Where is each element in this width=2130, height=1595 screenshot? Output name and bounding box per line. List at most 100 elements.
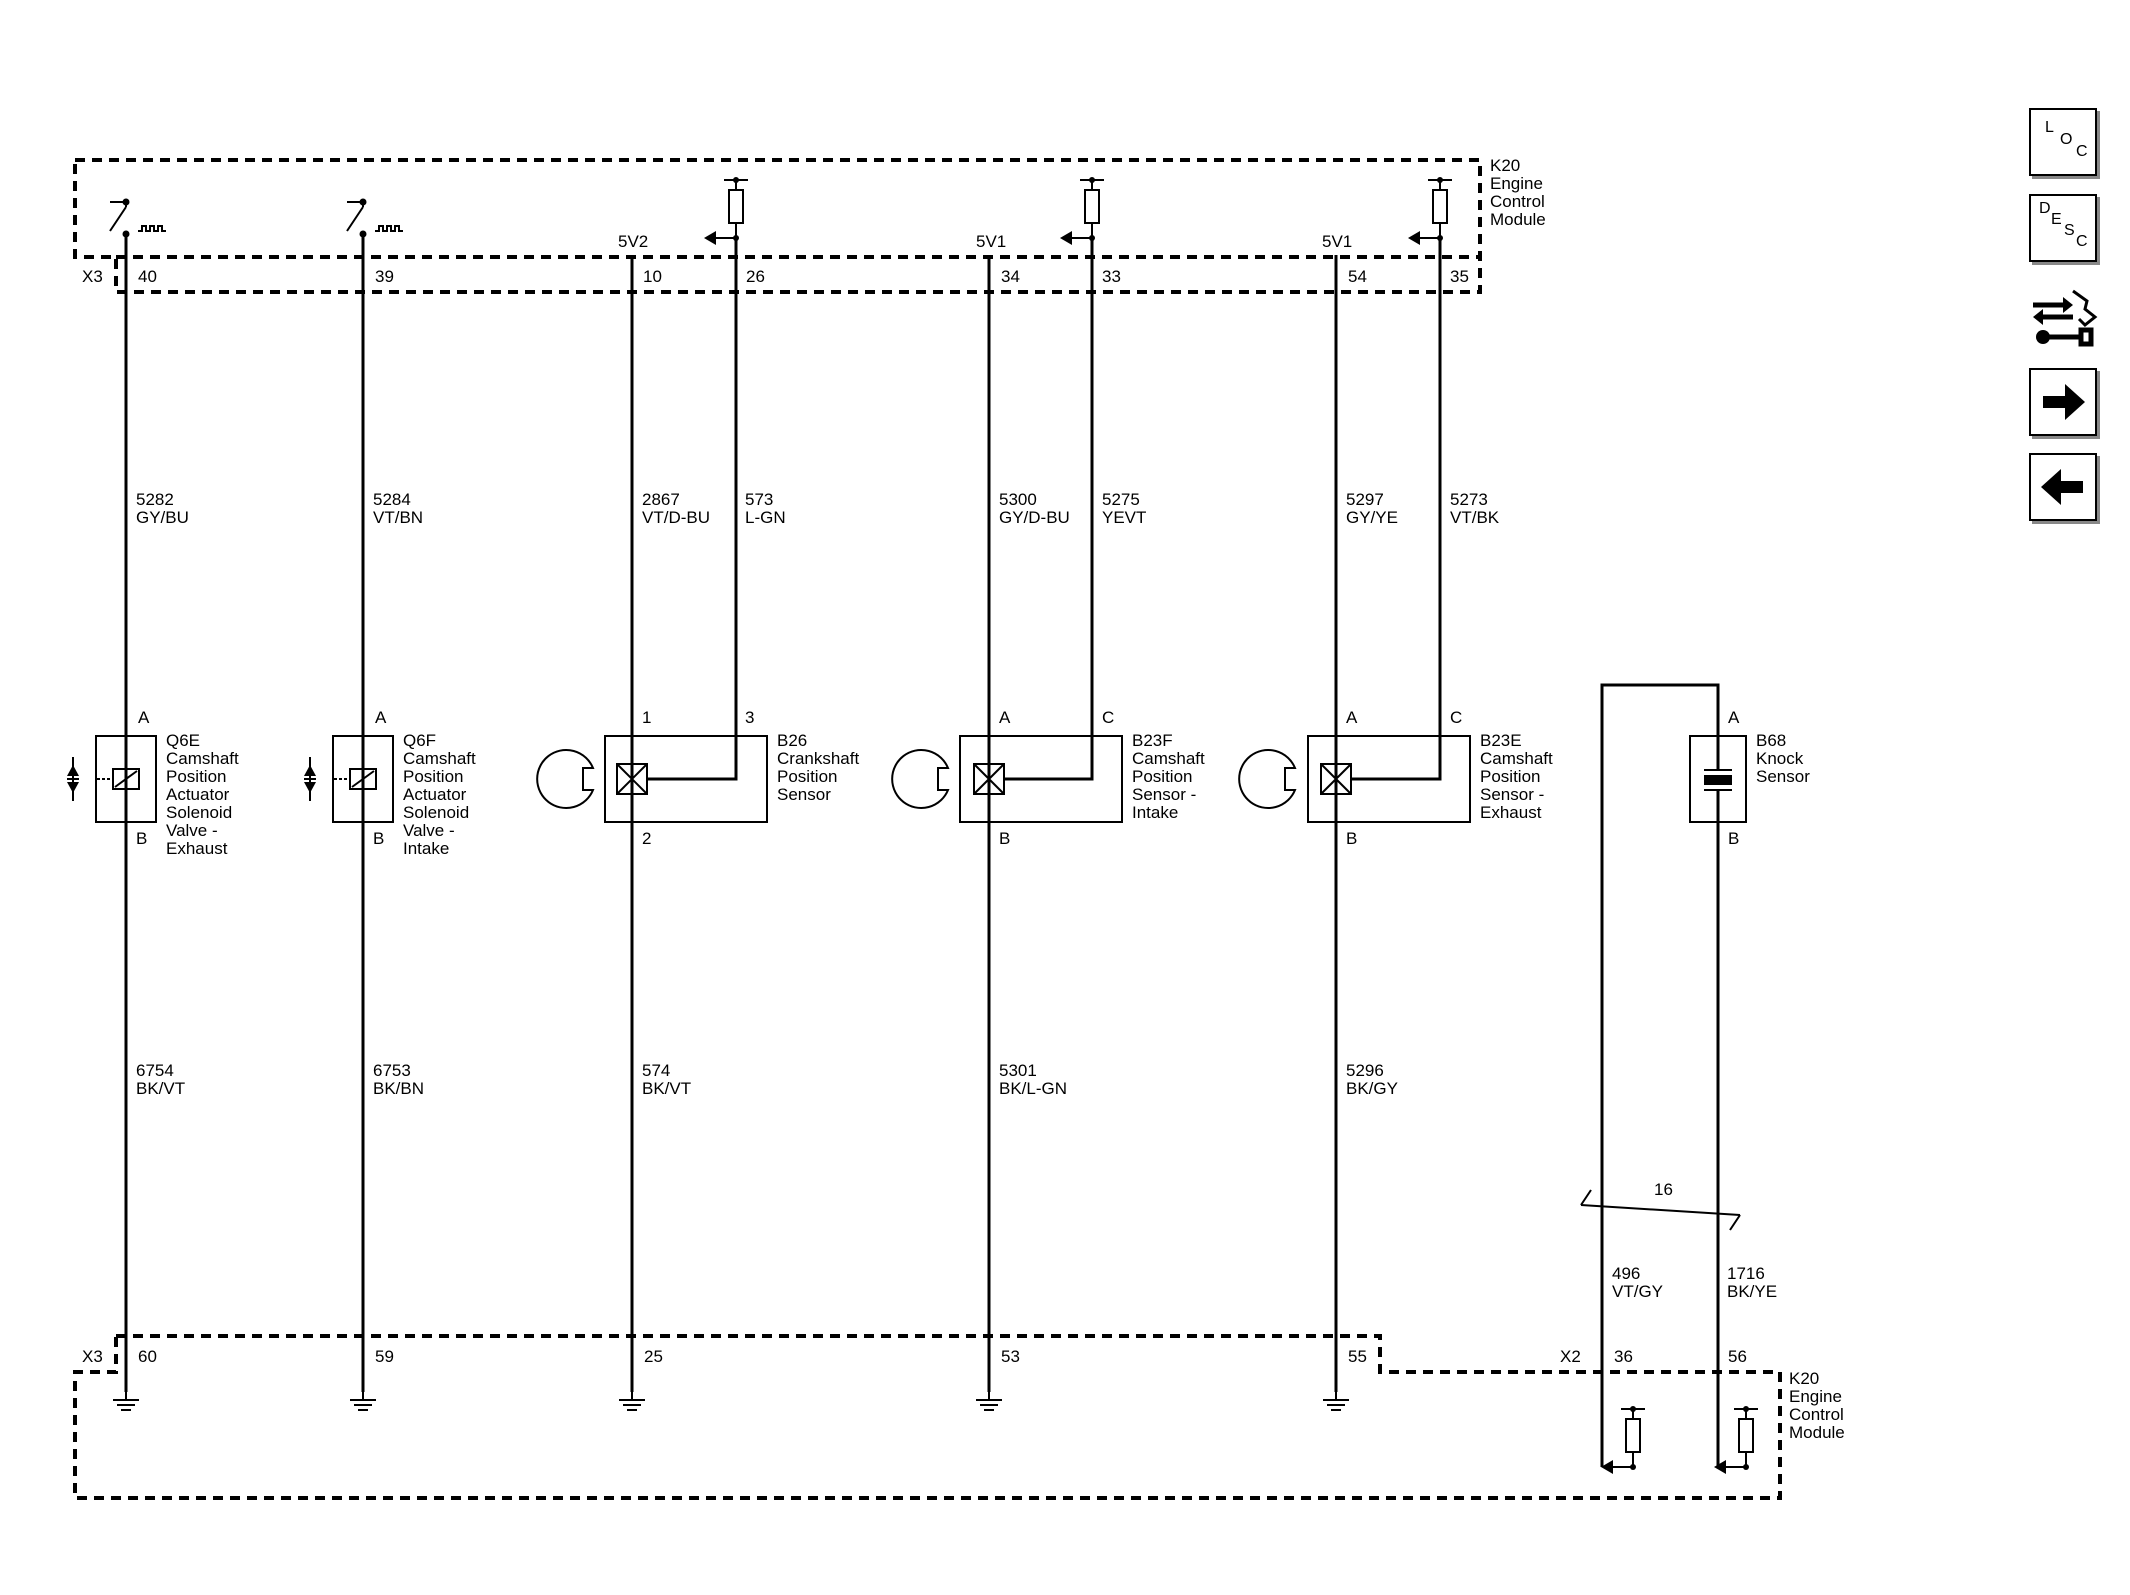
previous-page-button[interactable]: [2029, 453, 2097, 521]
svg-text:Camshaft: Camshaft: [403, 749, 476, 768]
pullup-resistor-b68-36: [1600, 1405, 1646, 1475]
svg-text:Engine: Engine: [1789, 1387, 1842, 1406]
loc-letter: O: [2060, 131, 2073, 148]
svg-text:Camshaft: Camshaft: [1132, 749, 1205, 768]
ground-symbols: [112, 1391, 1350, 1411]
ground-icon: [349, 1391, 377, 1411]
svg-text:5273: 5273: [1450, 490, 1488, 509]
component-b23f-camshaft-sensor-intake: A C B B23F Camshaft Position Sensor - In…: [891, 708, 1205, 848]
svg-text:C: C: [1450, 708, 1462, 727]
desc-letter: E: [2051, 211, 2062, 228]
pullup-resistor-b26: [703, 176, 749, 246]
svg-text:35: 35: [1450, 267, 1469, 286]
k20-label-lower: K20 Engine Control Module: [1789, 1369, 1845, 1442]
svg-text:Position: Position: [1132, 767, 1192, 786]
svg-text:55: 55: [1348, 1347, 1367, 1366]
svg-text:Sensor -: Sensor -: [1480, 785, 1544, 804]
svg-text:B: B: [1728, 829, 1739, 848]
desc-letter: D: [2039, 200, 2051, 217]
svg-text:Valve -: Valve -: [403, 821, 455, 840]
svg-text:2: 2: [642, 829, 651, 848]
svg-text:26: 26: [746, 267, 765, 286]
svg-text:2867: 2867: [642, 490, 680, 509]
svg-text:Crankshaft: Crankshaft: [777, 749, 859, 768]
reluctor-wheel-icon: [891, 749, 949, 809]
svg-text:59: 59: [375, 1347, 394, 1366]
supply-5v1-exhaust-label: 5V1: [1322, 232, 1352, 251]
svg-text:5282: 5282: [136, 490, 174, 509]
svg-text:Solenoid: Solenoid: [403, 803, 469, 822]
svg-text:Position: Position: [1480, 767, 1540, 786]
svg-text:Position: Position: [166, 767, 226, 786]
svg-text:Camshaft: Camshaft: [166, 749, 239, 768]
svg-text:Q6F: Q6F: [403, 731, 436, 750]
twisted-pair-marker: 16: [1580, 1180, 1741, 1231]
svg-text:Module: Module: [1490, 210, 1546, 229]
connector-view-button[interactable]: [2029, 285, 2101, 347]
bottom-pin-numbers: 60 59 25 53 55 36 56: [138, 1347, 1747, 1366]
svg-text:33: 33: [1102, 267, 1121, 286]
svg-text:5284: 5284: [373, 490, 411, 509]
svg-text:B23E: B23E: [1480, 731, 1522, 750]
svg-text:BK/VT: BK/VT: [642, 1079, 691, 1098]
svg-text:Control: Control: [1789, 1405, 1844, 1424]
ground-icon: [618, 1391, 646, 1411]
svg-text:VT/D-BU: VT/D-BU: [642, 508, 710, 527]
ground-icon: [975, 1391, 1003, 1411]
ground-icon: [1322, 1391, 1350, 1411]
pullup-resistor-b68-56: [1713, 1405, 1759, 1475]
desc-letter: C: [2076, 233, 2088, 250]
pullup-resistor-b23e: [1407, 176, 1453, 246]
svg-text:A: A: [138, 708, 150, 727]
svg-text:10: 10: [643, 267, 662, 286]
connector-view-icon: [2033, 289, 2098, 347]
svg-text:BK/BN: BK/BN: [373, 1079, 424, 1098]
wires: [124, 234, 1720, 1467]
ground-icon: [112, 1391, 140, 1411]
svg-text:Sensor: Sensor: [1756, 767, 1810, 786]
svg-text:6753: 6753: [373, 1061, 411, 1080]
svg-text:B: B: [136, 829, 147, 848]
svg-text:BK/VT: BK/VT: [136, 1079, 185, 1098]
svg-text:VT/BK: VT/BK: [1450, 508, 1500, 527]
svg-text:1: 1: [642, 708, 651, 727]
svg-text:A: A: [1346, 708, 1358, 727]
svg-text:B: B: [999, 829, 1010, 848]
supply-5v1-intake-label: 5V1: [976, 232, 1006, 251]
svg-text:K20: K20: [1789, 1369, 1819, 1388]
svg-text:VT/GY: VT/GY: [1612, 1282, 1663, 1301]
pwm-driver-symbol-q6f: [346, 197, 404, 239]
svg-text:39: 39: [375, 267, 394, 286]
svg-text:Position: Position: [403, 767, 463, 786]
svg-text:B: B: [373, 829, 384, 848]
svg-text:574: 574: [642, 1061, 670, 1080]
svg-text:Valve -: Valve -: [166, 821, 218, 840]
connector-x2-label: X2: [1560, 1347, 1581, 1366]
svg-text:5296: 5296: [1346, 1061, 1384, 1080]
svg-text:C: C: [1102, 708, 1114, 727]
svg-text:GY/D-BU: GY/D-BU: [999, 508, 1070, 527]
desc-letter: S: [2064, 222, 2075, 239]
svg-text:54: 54: [1348, 267, 1367, 286]
svg-text:K20: K20: [1490, 156, 1520, 175]
reluctor-wheel-icon: [1238, 749, 1296, 809]
loc-letter: L: [2045, 119, 2054, 136]
svg-text:Exhaust: Exhaust: [1480, 803, 1542, 822]
svg-text:Position: Position: [777, 767, 837, 786]
svg-text:A: A: [375, 708, 387, 727]
svg-text:5297: 5297: [1346, 490, 1384, 509]
svg-text:B26: B26: [777, 731, 807, 750]
svg-text:Module: Module: [1789, 1423, 1845, 1442]
svg-text:Exhaust: Exhaust: [166, 839, 228, 858]
pwm-driver-symbol-q6e: [109, 197, 167, 239]
loc-button[interactable]: L O C: [2029, 108, 2097, 176]
svg-text:34: 34: [1001, 267, 1020, 286]
svg-text:Control: Control: [1490, 192, 1545, 211]
svg-text:YEVT: YEVT: [1102, 508, 1146, 527]
svg-text:1716: 1716: [1727, 1264, 1765, 1283]
desc-button[interactable]: D E S C: [2029, 194, 2097, 262]
svg-text:BK/L-GN: BK/L-GN: [999, 1079, 1067, 1098]
next-page-button[interactable]: [2029, 368, 2097, 436]
